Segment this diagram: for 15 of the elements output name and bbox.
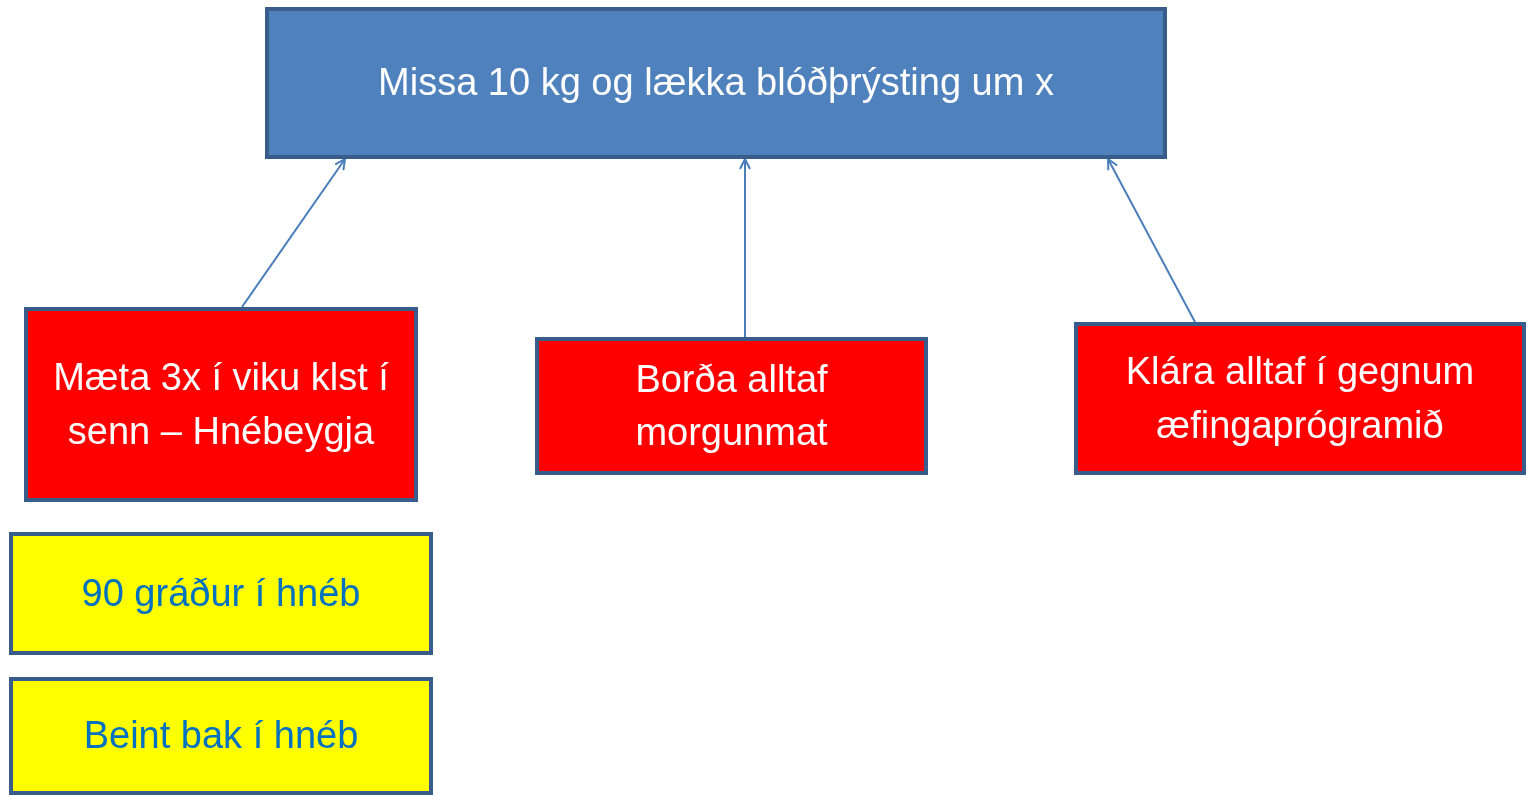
box-label: Borða alltaf morgunmat	[634, 356, 829, 455]
task-box	[1074, 322, 1526, 475]
arrow	[241, 158, 346, 308]
box-label: Missa 10 kg og lækka blóðþrýsting um x	[378, 60, 1054, 106]
goal-box	[265, 7, 1167, 159]
detail-box	[9, 532, 433, 655]
detail-box	[9, 677, 433, 795]
arrow	[1107, 158, 1196, 323]
task-box	[24, 307, 418, 502]
task-box	[535, 337, 928, 475]
box-label: Beint bak í hnéb	[83, 713, 359, 759]
box-label: Klára alltaf í gegnum æfingaprógramið	[1124, 349, 1476, 448]
arrow	[739, 158, 751, 338]
box-label: 90 gráður í hnéb	[81, 570, 361, 616]
box-label: Mæta 3x í viku klst í senn – Hnébeygja	[52, 355, 390, 454]
